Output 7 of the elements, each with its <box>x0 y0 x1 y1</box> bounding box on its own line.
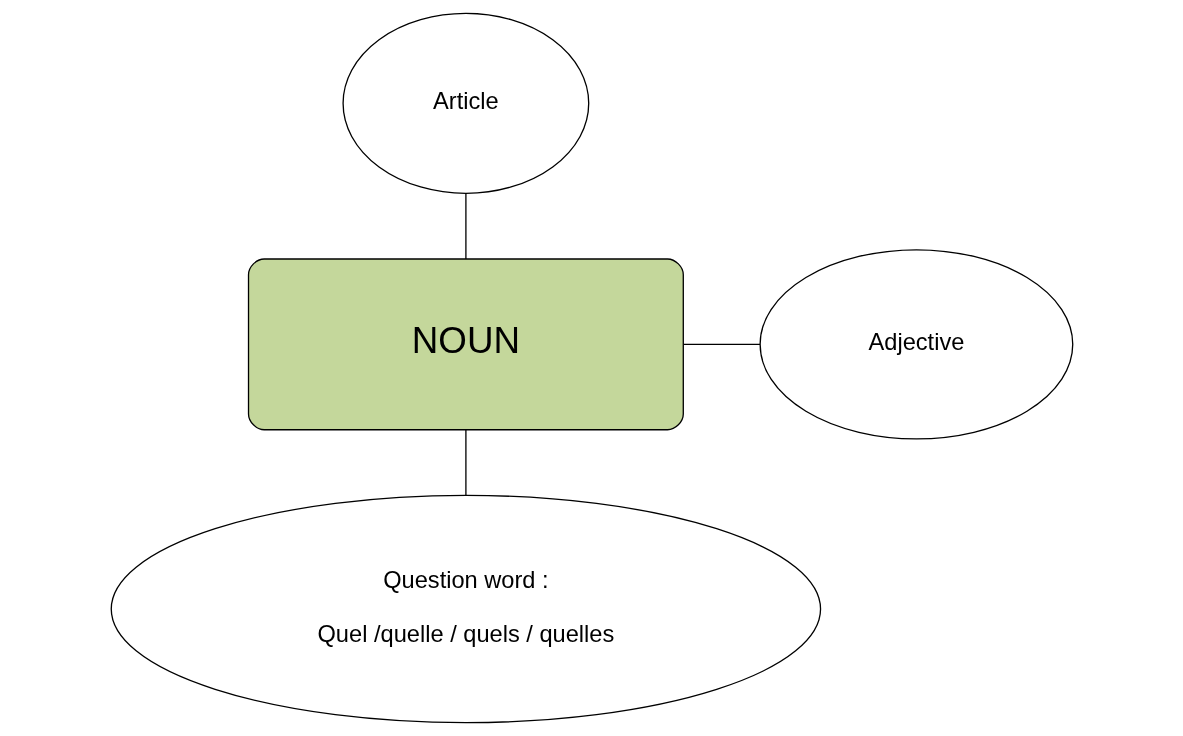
connector <box>464 192 467 260</box>
connector <box>464 429 467 496</box>
node-ellipse: Question word : Quel /quelle / quels / quelles <box>110 494 821 724</box>
node-ellipse: Adjective <box>758 249 1073 440</box>
connector <box>682 343 761 345</box>
node-box: NOUN <box>247 258 684 431</box>
node-ellipse: Article <box>341 12 589 194</box>
